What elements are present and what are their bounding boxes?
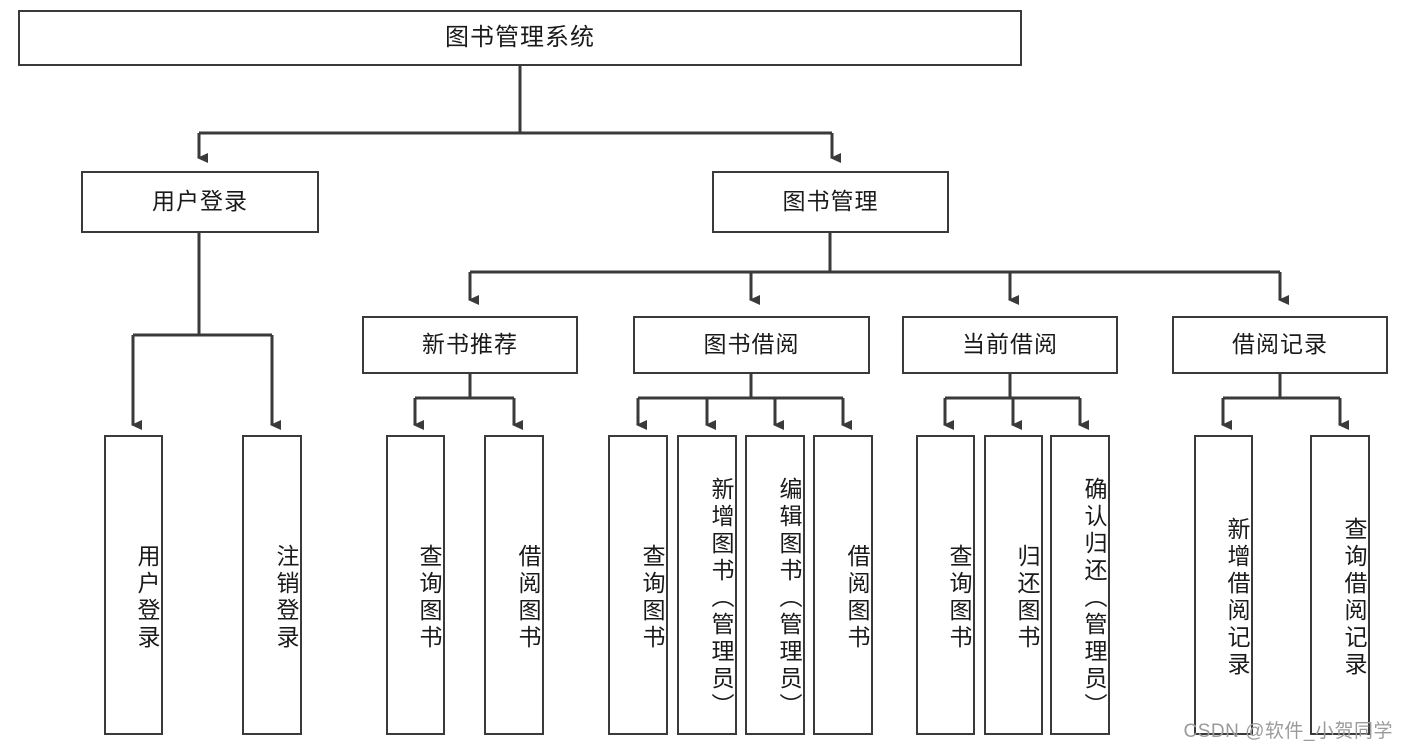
leaf-return-book[interactable]: 归还图书	[984, 435, 1043, 735]
leaf-query-borrowing-record[interactable]: 查询借阅记录	[1310, 435, 1370, 735]
node-new-book-recommendation[interactable]: 新书推荐	[362, 316, 578, 374]
leaf-confirm-return-admin[interactable]: 确认归还（管理员）	[1050, 435, 1110, 735]
node-current-borrowing[interactable]: 当前借阅	[902, 316, 1118, 374]
node-root-book-management-system[interactable]: 图书管理系统	[18, 10, 1022, 66]
leaf-borrow-book-book-borrow[interactable]: 借阅图书	[813, 435, 873, 735]
leaf-logout-login[interactable]: 注销登录	[242, 435, 302, 735]
leaf-query-book-book-borrow[interactable]: 查询图书	[608, 435, 668, 735]
leaf-query-book-new-book-rec[interactable]: 查询图书	[386, 435, 445, 735]
leaf-query-book-current-borrow[interactable]: 查询图书	[916, 435, 975, 735]
leaf-add-book-admin[interactable]: 新增图书（管理员）	[677, 435, 737, 735]
node-borrowing-record[interactable]: 借阅记录	[1172, 316, 1388, 374]
leaf-add-borrowing-record[interactable]: 新增借阅记录	[1194, 435, 1253, 735]
leaf-user-login[interactable]: 用户登录	[104, 435, 163, 735]
leaf-edit-book-admin[interactable]: 编辑图书（管理员）	[745, 435, 805, 735]
node-book-management[interactable]: 图书管理	[712, 171, 949, 233]
node-book-borrowing[interactable]: 图书借阅	[633, 316, 870, 374]
watermark-csdn: CSDN @软件_小贺同学	[1183, 721, 1393, 742]
leaf-borrow-book-new-book-rec[interactable]: 借阅图书	[484, 435, 544, 735]
node-user-login[interactable]: 用户登录	[81, 171, 319, 233]
